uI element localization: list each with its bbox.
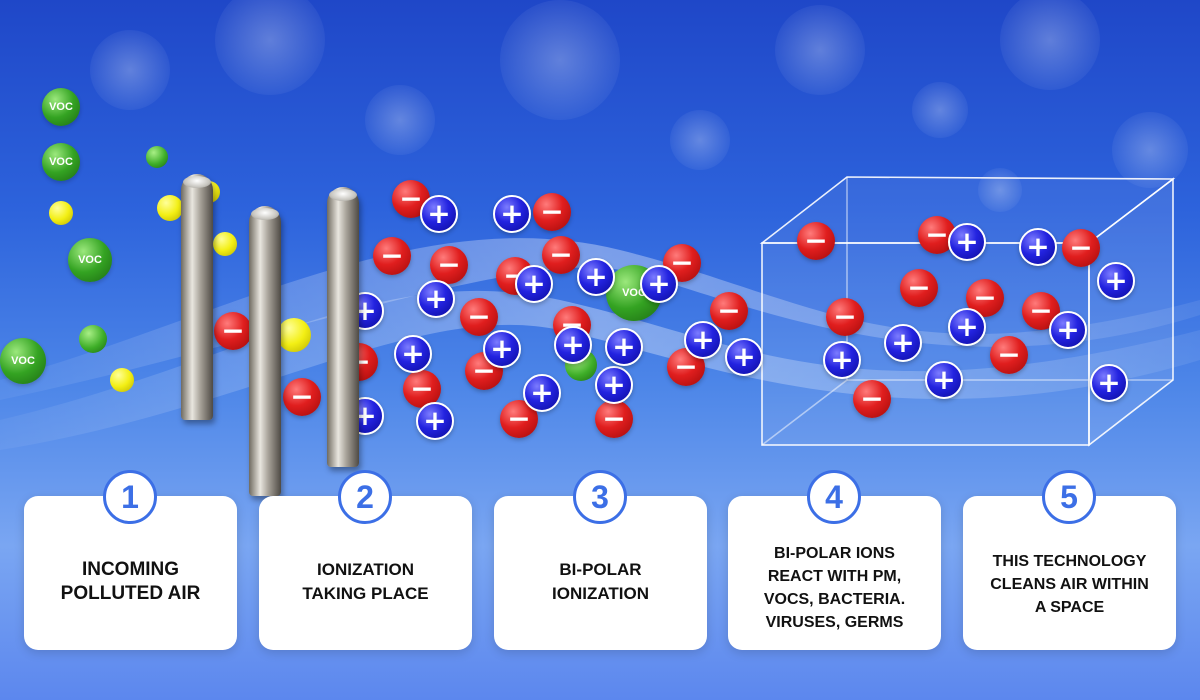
negative-ion-icon: −: [853, 380, 891, 418]
positive-ion-icon: +: [417, 280, 455, 318]
pollutant-particle-icon: [146, 146, 168, 168]
step-card-2: IONIZATION TAKING PLACE: [259, 496, 472, 650]
positive-ion-icon: +: [640, 265, 678, 303]
negative-ion-icon: −: [990, 336, 1028, 374]
positive-ion-icon: +: [554, 326, 592, 364]
step-5-line: A SPACE: [1034, 599, 1105, 616]
positive-ion-icon: +: [725, 338, 763, 376]
step-4-line: BI-POLAR IONS: [774, 545, 895, 562]
positive-ion-icon: +: [577, 258, 615, 296]
negative-ion-icon: −: [826, 298, 864, 336]
step-number-badge: 4: [807, 470, 861, 524]
ionizer-rod-icon: [249, 206, 281, 496]
positive-ion-icon: +: [523, 374, 561, 412]
negative-ion-icon: −: [403, 370, 441, 408]
step-2-line: TAKING PLACE: [302, 584, 429, 603]
step-1-line: POLLUTED AIR: [60, 583, 201, 604]
positive-ion-icon: +: [605, 328, 643, 366]
negative-ion-icon: −: [542, 236, 580, 274]
positive-ion-icon: +: [1049, 311, 1087, 349]
positive-ion-icon: +: [1097, 262, 1135, 300]
pollutant-particle-icon: [110, 368, 134, 392]
negative-ion-icon: −: [710, 292, 748, 330]
ionizer-rod-icon: [327, 187, 359, 467]
positive-ion-icon: +: [493, 195, 531, 233]
negative-ion-icon: −: [460, 298, 498, 336]
pollutant-particle-icon: [277, 318, 311, 352]
positive-ion-icon: +: [948, 308, 986, 346]
ionizer-rod-icon: [181, 174, 213, 420]
voc-molecule-icon: VOC: [68, 238, 112, 282]
step-3-line: BI-POLAR: [559, 560, 642, 579]
step-number-badge: 5: [1042, 470, 1096, 524]
negative-ion-icon: −: [1062, 229, 1100, 267]
positive-ion-icon: +: [420, 195, 458, 233]
step-1-line: INCOMING: [81, 559, 180, 580]
step-4-line: REACT WITH PM,: [767, 568, 902, 585]
negative-ion-icon: −: [595, 400, 633, 438]
step-4-line: VOCS, BACTERIA.: [763, 591, 906, 608]
positive-ion-icon: +: [884, 324, 922, 362]
negative-ion-icon: −: [533, 193, 571, 231]
negative-ion-icon: −: [797, 222, 835, 260]
negative-ion-icon: −: [283, 378, 321, 416]
positive-ion-icon: +: [925, 361, 963, 399]
negative-ion-icon: −: [430, 246, 468, 284]
step-number-badge: 3: [573, 470, 627, 524]
step-number-badge: 2: [338, 470, 392, 524]
negative-ion-icon: −: [214, 312, 252, 350]
step-5-line: CLEANS AIR WITHIN: [990, 576, 1149, 593]
pollutant-particle-icon: [79, 325, 107, 353]
step-number-badge: 1: [103, 470, 157, 524]
positive-ion-icon: +: [1019, 228, 1057, 266]
positive-ion-icon: +: [483, 330, 521, 368]
pollutant-particle-icon: [49, 201, 73, 225]
positive-ion-icon: +: [595, 366, 633, 404]
positive-ion-icon: +: [1090, 364, 1128, 402]
positive-ion-icon: +: [416, 402, 454, 440]
pollutant-particle-icon: [157, 195, 183, 221]
negative-ion-icon: −: [373, 237, 411, 275]
voc-molecule-icon: VOC: [42, 88, 80, 126]
step-3-line: IONIZATION: [552, 584, 649, 603]
positive-ion-icon: +: [394, 335, 432, 373]
step-5-line: THIS TECHNOLOGY: [992, 553, 1147, 570]
negative-ion-icon: −: [900, 269, 938, 307]
step-4-line: VIRUSES, GERMS: [765, 614, 904, 631]
positive-ion-icon: +: [948, 223, 986, 261]
step-2-line: IONIZATION: [317, 560, 414, 579]
voc-molecule-icon: VOC: [0, 338, 46, 384]
room-cube-icon: [759, 176, 1176, 447]
positive-ion-icon: +: [823, 341, 861, 379]
positive-ion-icon: +: [515, 265, 553, 303]
pollutant-particle-icon: [213, 232, 237, 256]
positive-ion-icon: +: [684, 321, 722, 359]
step-card-4: BI-POLAR IONS REACT WITH PM, VOCS, BACTE…: [728, 496, 941, 650]
voc-molecule-icon: VOC: [42, 143, 80, 181]
